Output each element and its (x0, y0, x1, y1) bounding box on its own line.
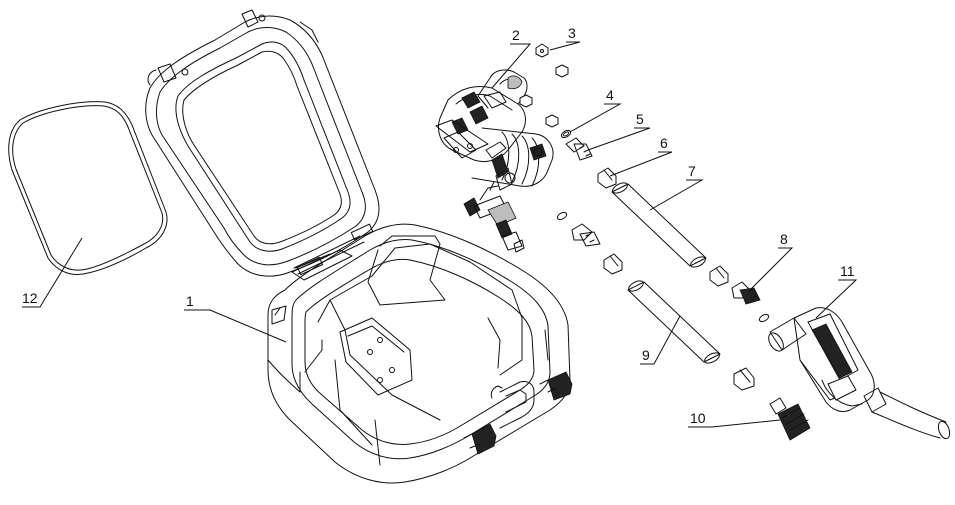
hose-clamp-lower (733, 367, 755, 391)
callout-10: 10 (690, 410, 706, 426)
callout-4: 4 (606, 87, 614, 103)
part-11-nozzle (768, 307, 951, 440)
callout-6: 6 (660, 135, 668, 151)
part-5-hose-barb (565, 137, 593, 161)
callout-9: 9 (642, 347, 650, 363)
part-7-hose (611, 182, 707, 268)
callout-11: 11 (840, 263, 855, 279)
leader-9 (640, 315, 681, 365)
callout-5: 5 (636, 111, 644, 127)
part-3-nuts (519, 43, 569, 128)
part-1-case-lid (145, 9, 380, 281)
part-10-filter-fitting (769, 397, 811, 441)
part-8-swivel-fitting (709, 265, 770, 323)
leader-4 (569, 103, 622, 133)
callout-labels: 1 2 3 4 5 6 7 8 9 10 11 12 (22, 25, 855, 426)
callout-1: 1 (186, 293, 194, 309)
callout-2: 2 (512, 27, 520, 43)
leader-1 (184, 309, 287, 343)
part-2-pump-assembly (435, 69, 554, 253)
part-1-case-body (267, 223, 573, 484)
leader-12 (22, 237, 83, 308)
part-9-hose (627, 280, 721, 364)
leader-7 (649, 179, 704, 211)
leader-5 (587, 127, 651, 151)
part-12-gasket-sheet (8, 101, 168, 275)
leader-10 (688, 419, 781, 428)
callout-8: 8 (780, 231, 788, 247)
leader-lines (22, 41, 858, 428)
leader-2 (491, 43, 532, 89)
lower-fittings-chain (556, 211, 623, 275)
part-4-o-ring (560, 129, 572, 139)
callout-3: 3 (568, 25, 576, 41)
leader-8 (749, 247, 794, 291)
callout-12: 12 (22, 290, 38, 306)
part-6-hose-clamp (597, 167, 617, 189)
leader-11 (815, 279, 858, 319)
callout-7: 7 (688, 163, 696, 179)
leader-6 (609, 151, 673, 177)
leader-3 (549, 41, 581, 51)
